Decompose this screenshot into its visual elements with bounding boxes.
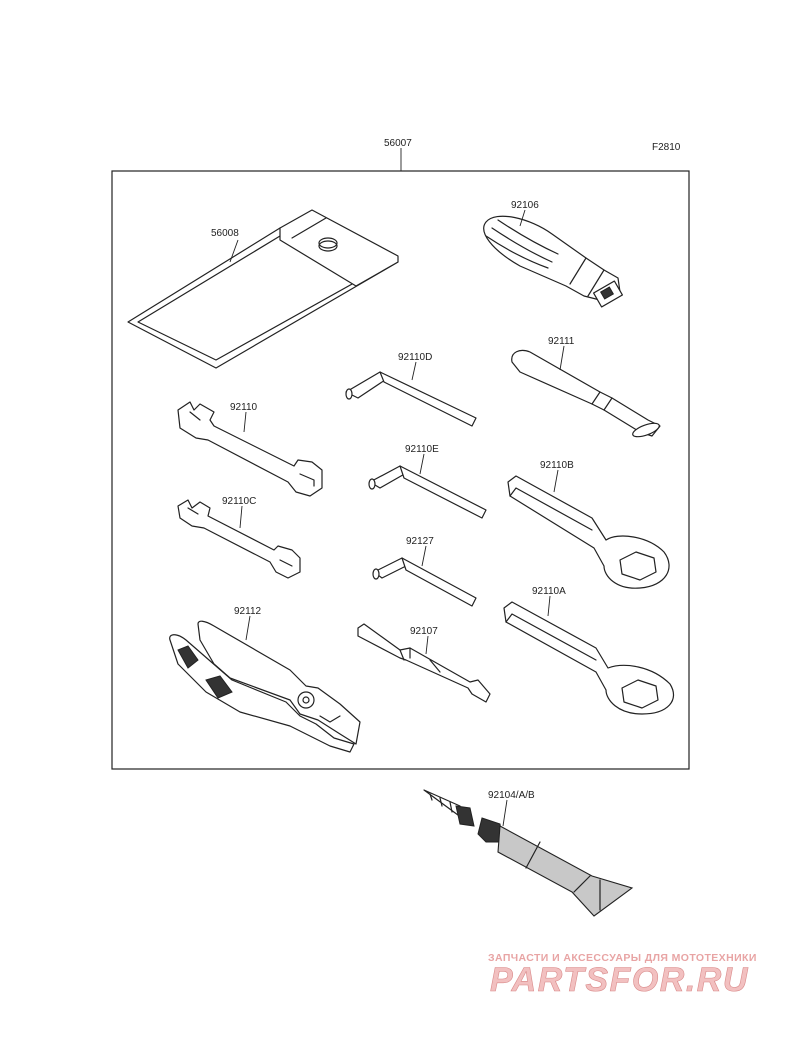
part-label-92111: 92111 bbox=[548, 336, 575, 347]
part-label-92104-A-B: 92104/A/B bbox=[488, 790, 535, 801]
part-label-92112: 92112 bbox=[234, 606, 262, 617]
hex-key-92127-drawing bbox=[372, 557, 477, 607]
part-label-92110D: 92110D bbox=[398, 352, 432, 363]
hex-key-92110D-drawing bbox=[345, 371, 477, 427]
part-label-56008: 56008 bbox=[211, 228, 239, 239]
watermark-tagline: ЗАПЧАСТИ И АКСЕССУАРЫ ДЛЯ МОТОТЕХНИКИ bbox=[488, 952, 757, 964]
part-label-92110C: 92110C bbox=[222, 496, 256, 507]
ring-spanner-92110A-drawing bbox=[503, 601, 675, 715]
grease-tube-drawing bbox=[423, 789, 634, 917]
pliers-drawing bbox=[169, 620, 361, 753]
part-label-92127: 92127 bbox=[406, 536, 434, 547]
part-label-56007: 56007 bbox=[384, 138, 412, 149]
part-label-92110: 92110 bbox=[230, 402, 258, 413]
part-label-92110B: 92110B bbox=[540, 460, 574, 471]
part-label-92107: 92107 bbox=[410, 626, 438, 637]
extension-bar-drawing bbox=[511, 349, 661, 438]
open-end-wrench-92110C-drawing bbox=[177, 499, 301, 579]
part-label-92106: 92106 bbox=[511, 200, 539, 211]
ring-spanner-92110B-drawing bbox=[507, 475, 670, 589]
tool-bag-drawing bbox=[127, 209, 399, 369]
hex-key-92110E-drawing bbox=[368, 465, 487, 519]
screwdriver-handle-drawing bbox=[483, 215, 623, 308]
tool-kit-frame bbox=[111, 170, 690, 770]
watermark-brand: PARTSFOR.RU bbox=[490, 961, 749, 999]
figure-code: F2810 bbox=[652, 142, 681, 153]
screwdriver-bit-drawing bbox=[357, 623, 491, 703]
open-end-wrench-92110-drawing bbox=[177, 401, 323, 497]
part-label-92110A: 92110A bbox=[532, 586, 566, 597]
part-label-92110E: 92110E bbox=[405, 444, 439, 455]
